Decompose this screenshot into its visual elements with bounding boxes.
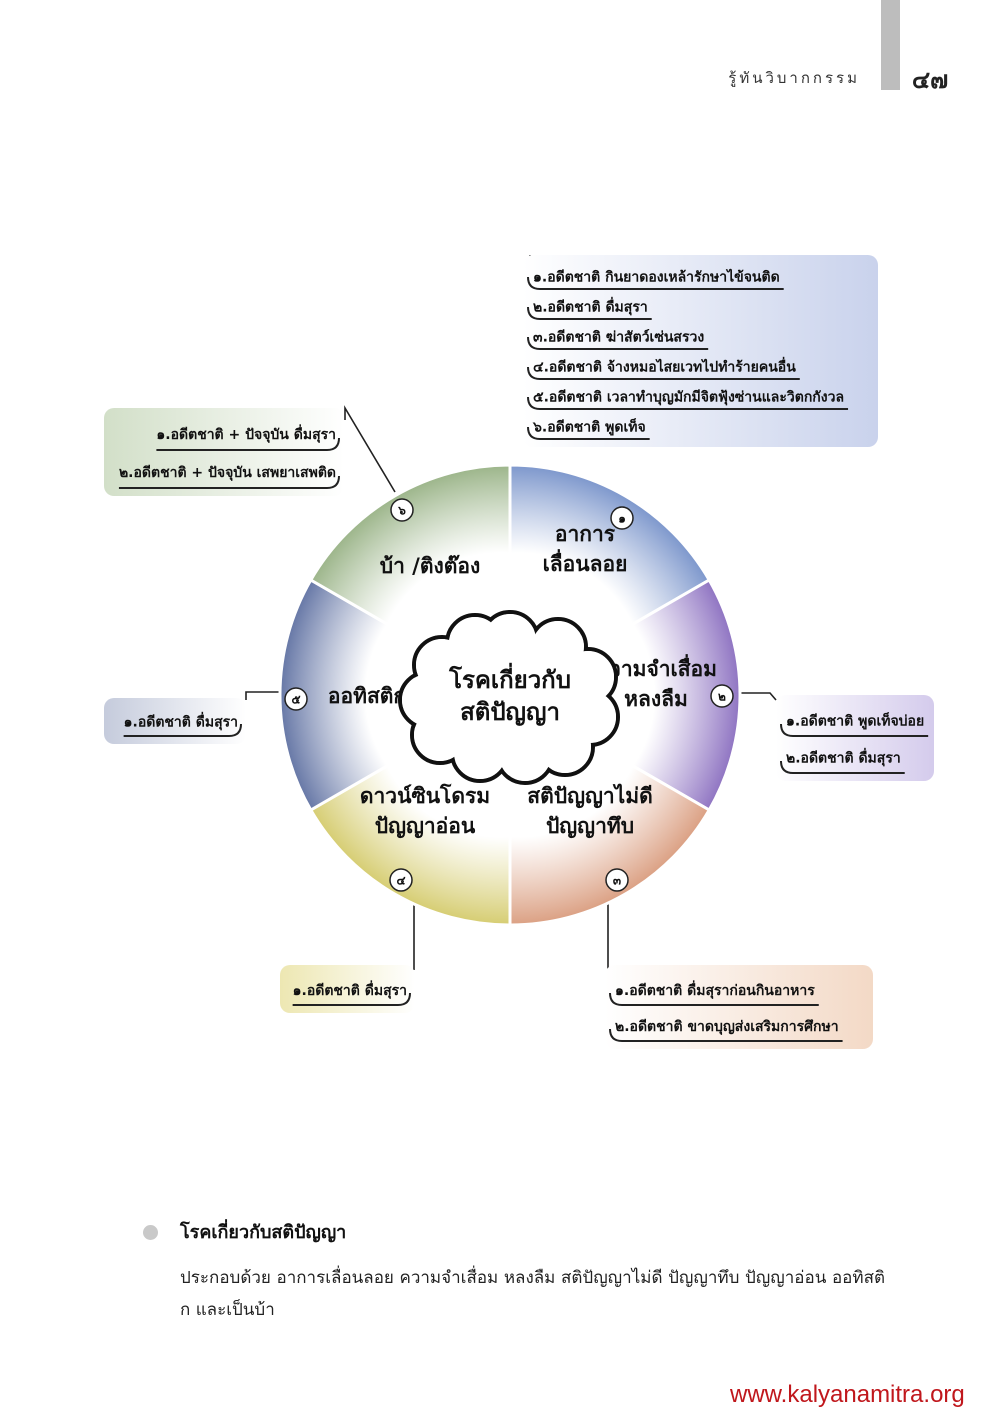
cause-underline (780, 760, 905, 774)
cause-item: ๒.อดีตชาติ ดื่มสุรา (786, 747, 901, 766)
cause-underline (609, 992, 819, 1006)
cause-item: ๖.อดีตชาติ พูดเท็จ (532, 418, 646, 436)
cause-underline (780, 723, 929, 737)
header-bar (881, 0, 900, 90)
segment-3-label: ปัญญาทึบ (546, 814, 634, 839)
segment-1-label: เลื่อนลอย (543, 548, 628, 576)
section-body: ประกอบด้วย อาการเลื่อนลอย ความจำเสื่อม ห… (180, 1268, 885, 1320)
segment-4-number-badge (389, 868, 413, 892)
cause-underline (609, 1028, 843, 1042)
cause-underline (156, 437, 340, 451)
connector-line-6 (344, 405, 396, 493)
cause-underline (118, 475, 340, 489)
segment-4-label: ปัญญาอ่อน (375, 814, 476, 839)
cause-box-6: ๑.อดีตชาติ + ปัจจุบัน ดื่มสุรา๒.อดีตชาติ… (104, 408, 344, 496)
cause-box-4: ๑.อดีตชาติ ดื่มสุรา (280, 965, 415, 1013)
segment-2-label: หลงลืม (624, 687, 688, 711)
page-number: ๔๗ (912, 65, 949, 94)
segment-1-label: อาการ (555, 522, 616, 546)
center-cloud: โรคเกี่ยวกับสติปัญญา (398, 610, 620, 785)
cause-item: ๑.อดีตชาติ ดื่มสุรา (293, 980, 407, 999)
segment-4-label: ดาวน์ซินโดรม (360, 783, 490, 808)
section-heading: โรคเกี่ยวกับสติปัญญา (180, 1222, 347, 1243)
cause-underline (292, 992, 411, 1006)
cause-item: ๒.อดีตชาติ + ปัจจุบัน เสพยาเสพติด (119, 465, 336, 481)
connector-line-2 (735, 692, 777, 701)
cause-box-3: ๑.อดีตชาติ ดื่มสุราก่อนกินอาหาร๒.อดีตชาต… (605, 965, 873, 1049)
segment-5-label: ออทิสติก (328, 684, 406, 708)
cause-underline (527, 426, 650, 440)
cause-box-2: ๑.อดีตชาติ พูดเท็จบ่อย๒.อดีตชาติ ดื่มสุร… (776, 695, 934, 781)
cause-box-1: ๑.อดีตชาติ กินยาดองเหล้ารักษาไข้จนติด๒.อ… (523, 255, 878, 447)
cause-item: ๓.อดีตชาติ ฆ่าสัตว์เซ่นสรวง (533, 329, 704, 346)
segment-5-number: ๕ (291, 693, 300, 707)
segment-3-number: ๓ (613, 874, 621, 888)
cause-underline (527, 336, 709, 350)
cause-item: ๒.อดีตชาติ ขาดบุญส่งเสริมการศึกษา (615, 1018, 839, 1035)
connector-line-5 (245, 691, 280, 700)
cause-item: ๑.อดีตชาติ กินยาดองเหล้ารักษาไข้จนติด (533, 268, 780, 286)
segment-2-number-badge (710, 684, 734, 708)
mind-map-diagram: ๑.อดีตชาติ กินยาดองเหล้ารักษาไข้จนติด๒.อ… (104, 255, 934, 1049)
book-title: รู้ทันวิบากกรรม (728, 69, 860, 87)
cause-item: ๑.อดีตชาติ พูดเท็จบ่อย (786, 711, 924, 729)
cause-item: ๕.อดีตชาติ เวลาทำบุญมักมีจิตฟุ้งซ่านและว… (533, 390, 844, 406)
segment-1-number-badge (610, 506, 634, 530)
segment-5-number-badge (284, 687, 308, 711)
cause-box-5: ๑.อดีตชาติ ดื่มสุรา (104, 698, 246, 744)
segment-6-number: ๖ (397, 504, 406, 518)
cause-item: ๔.อดีตชาติ จ้างหมอไสยเวทไปทำร้ายคนอื่น (533, 357, 796, 376)
segment-6-number-badge (390, 498, 414, 522)
cause-underline (527, 396, 849, 410)
segment-2-number: ๒ (718, 690, 726, 704)
segment-6-label: บ้า /ติงต๊อง (380, 554, 481, 578)
cause-item: ๑.อดีตชาติ + ปัจจุบัน ดื่มสุรา (156, 424, 336, 443)
center-title-line: โรคเกี่ยวกับ (448, 662, 571, 694)
cause-underline (527, 306, 652, 320)
cause-item: ๒.อดีตชาติ ดื่มสุรา (533, 297, 648, 316)
wheel-rim (279, 464, 741, 926)
segment-3-number-badge (605, 868, 629, 892)
cause-underline (527, 276, 784, 290)
segment-4-number: ๔ (396, 874, 405, 888)
bullet-icon (143, 1225, 158, 1240)
cause-underline (123, 723, 242, 737)
footer-url[interactable]: www.kalyanamitra.org (730, 1381, 965, 1408)
cause-item: ๑.อดีตชาติ ดื่มสุราก่อนกินอาหาร (615, 980, 815, 999)
segment-3-label: สติปัญญาไม่ดี (527, 783, 652, 809)
center-title-line: สติปัญญา (460, 698, 560, 726)
cause-item: ๑.อดีตชาติ ดื่มสุรา (124, 712, 238, 731)
segment-1-number: ๑ (618, 512, 626, 526)
cause-underline (527, 366, 800, 380)
